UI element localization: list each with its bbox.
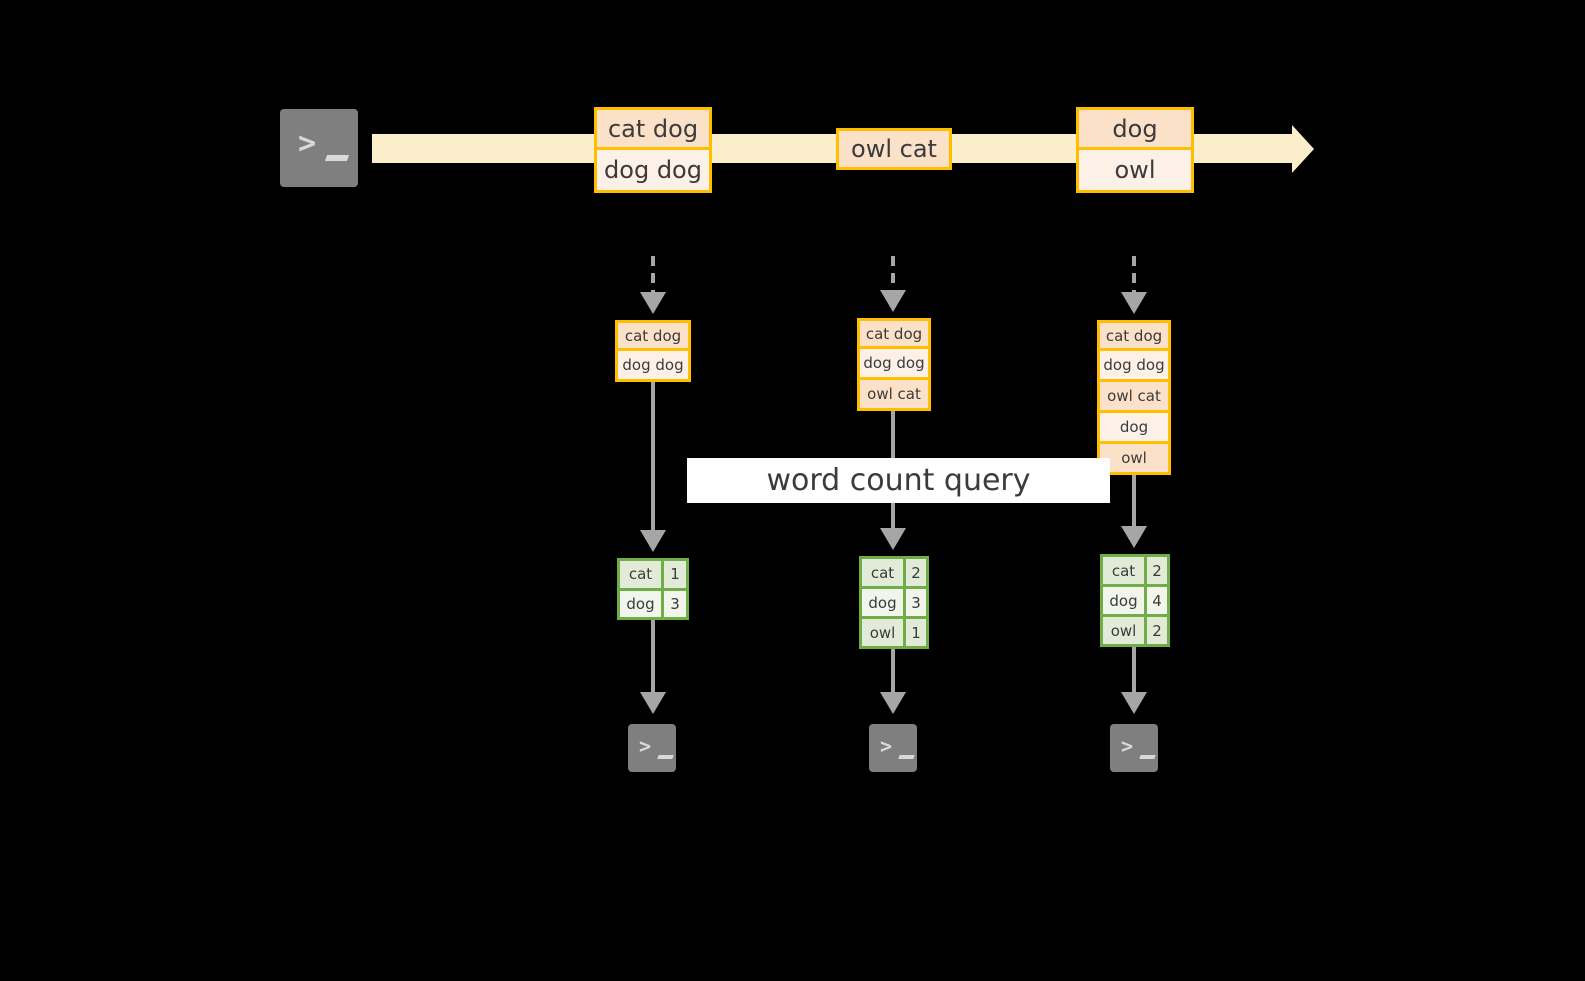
query-connector-arrowhead xyxy=(880,528,906,550)
result-connector-arrowhead xyxy=(880,692,906,714)
query-connector xyxy=(651,382,655,530)
table-cell-word: dog xyxy=(1103,587,1147,614)
result-table: cat 1 dog 3 xyxy=(617,558,689,620)
table-cell-word: owl xyxy=(862,619,906,646)
query-connector xyxy=(1132,475,1136,526)
table-row: cat 2 xyxy=(1103,557,1167,584)
result-table: cat 2 dog 3 owl 1 xyxy=(859,556,929,649)
table-row: cat 2 xyxy=(862,559,926,586)
consumer-terminal-icon[interactable]: > xyxy=(861,716,925,780)
stream-record: dog dog xyxy=(594,150,712,193)
snapshot-feed-connector xyxy=(651,256,655,292)
table-row: cat 1 xyxy=(620,561,686,588)
terminal-cursor-glyph xyxy=(324,155,350,161)
table-cell-count: 1 xyxy=(911,623,921,642)
result-connector xyxy=(1132,647,1136,692)
terminal-prompt-glyph: > xyxy=(298,126,317,161)
result-connector xyxy=(891,649,895,692)
query-connector-arrowhead xyxy=(640,530,666,552)
stream-record: owl cat xyxy=(836,128,952,170)
consumer-terminal-icon[interactable]: > xyxy=(1102,716,1166,780)
result-connector xyxy=(651,620,655,692)
snapshot-record: dog dog xyxy=(615,351,691,382)
terminal-prompt-glyph: > xyxy=(880,734,893,758)
snapshot-record: cat dog xyxy=(1097,320,1171,351)
table-cell-count: 3 xyxy=(911,593,921,612)
snapshot-record: dog xyxy=(1097,413,1171,444)
table-cell-word: cat xyxy=(620,561,664,588)
result-connector-arrowhead xyxy=(640,692,666,714)
terminal-screen: > xyxy=(1110,724,1158,772)
table-cell-word: dog xyxy=(862,589,906,616)
table-cell-count: 3 xyxy=(670,594,680,613)
snapshot-record: cat dog xyxy=(857,318,931,349)
snapshot-feed-arrowhead xyxy=(1121,292,1147,314)
stream-record: owl xyxy=(1076,150,1194,193)
query-banner: word count query xyxy=(687,458,1110,503)
table-row: dog 4 xyxy=(1103,584,1167,614)
snapshot-record: dog dog xyxy=(857,349,931,380)
terminal-prompt-glyph: > xyxy=(1121,734,1134,758)
stream-record: dog xyxy=(1076,107,1194,150)
table-cell-count: 2 xyxy=(911,563,921,582)
snapshot-feed-connector xyxy=(891,256,895,290)
table-cell-count: 2 xyxy=(1152,561,1162,580)
terminal-screen: > xyxy=(280,109,358,187)
stream-record: cat dog xyxy=(594,107,712,150)
snapshot-record: owl cat xyxy=(1097,382,1171,413)
consumer-terminal-icon[interactable]: > xyxy=(620,716,684,780)
terminal-screen: > xyxy=(628,724,676,772)
stream-arrowhead xyxy=(1292,125,1314,173)
snapshot-record: dog dog xyxy=(1097,351,1171,382)
table-row: owl 1 xyxy=(862,616,926,646)
result-table: cat 2 dog 4 owl 2 xyxy=(1100,554,1170,647)
terminal-cursor-glyph xyxy=(1139,755,1156,759)
snapshot-feed-arrowhead xyxy=(640,292,666,314)
terminal-prompt-glyph: > xyxy=(639,734,652,758)
table-row: dog 3 xyxy=(620,587,686,617)
terminal-cursor-glyph xyxy=(657,755,674,759)
table-row: owl 2 xyxy=(1103,614,1167,644)
table-row: dog 3 xyxy=(862,586,926,616)
query-connector-arrowhead xyxy=(1121,526,1147,548)
snapshot-feed-connector xyxy=(1132,256,1136,292)
table-cell-count: 1 xyxy=(670,565,680,584)
table-cell-word: cat xyxy=(1103,557,1147,584)
producer-terminal-icon[interactable]: > xyxy=(272,101,366,195)
terminal-cursor-glyph xyxy=(898,755,915,759)
table-cell-count: 4 xyxy=(1152,591,1162,610)
snapshot-record: owl cat xyxy=(857,380,931,411)
table-cell-word: dog xyxy=(620,590,664,617)
table-cell-word: owl xyxy=(1103,617,1147,644)
table-cell-count: 2 xyxy=(1152,621,1162,640)
terminal-screen: > xyxy=(869,724,917,772)
result-connector-arrowhead xyxy=(1121,692,1147,714)
table-cell-word: cat xyxy=(862,559,906,586)
snapshot-feed-arrowhead xyxy=(880,290,906,312)
snapshot-record: cat dog xyxy=(615,320,691,351)
